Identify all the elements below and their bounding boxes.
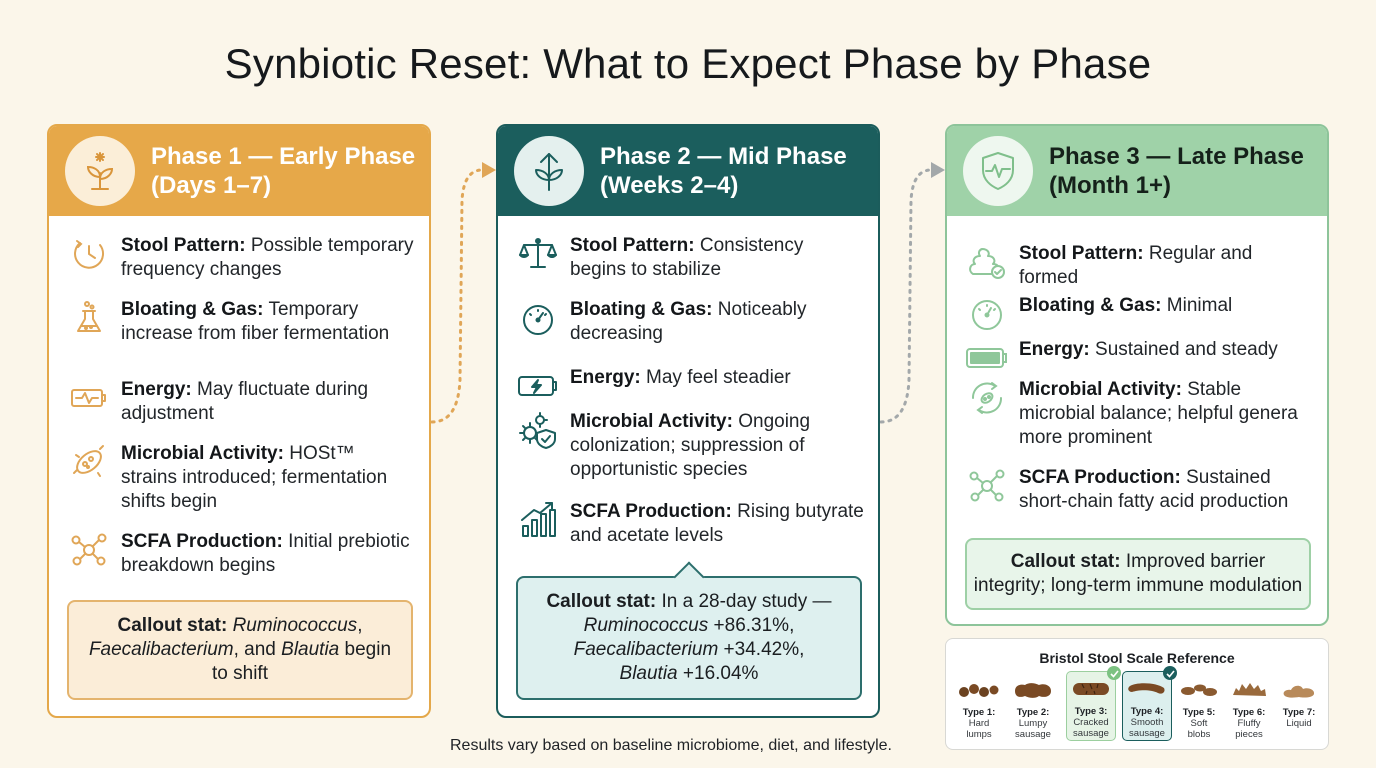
shield-heartbeat-icon <box>963 136 1033 206</box>
check-icon <box>1107 666 1121 680</box>
gear-shield-icon <box>514 406 562 454</box>
microbe-icon <box>65 438 113 486</box>
phase-2-card: Phase 2 — Mid Phase (Weeks 2–4) Stool Pa… <box>496 124 880 718</box>
bar-chart-rising-icon <box>514 496 562 544</box>
list-item: Microbial Activity: HOSt™ strains introd… <box>65 442 415 514</box>
list-item: Stool Pattern: Regular and formed <box>963 242 1313 290</box>
list-item: Stool Pattern: Consistency begins to sta… <box>514 234 864 282</box>
gauge-icon <box>514 294 562 342</box>
phase-1-callout: Callout stat: Ruminococcus, Faecalibacte… <box>67 600 413 700</box>
list-item: Bloating & Gas: Temporary increase from … <box>65 298 415 346</box>
hard-lumps-icon <box>954 673 1004 707</box>
bristol-type-6: Type 6: Fluffy pieces <box>1224 673 1274 740</box>
molecule-icon <box>963 462 1011 510</box>
bristol-type-7: Type 7: Liquid <box>1274 673 1324 729</box>
list-item: SCFA Production: Initial prebiotic break… <box>65 530 415 578</box>
smooth-sausage-icon <box>1123 672 1171 706</box>
list-item: Microbial Activity: Ongoing colonization… <box>514 410 864 482</box>
list-item: Microbial Activity: Stable microbial bal… <box>963 378 1313 450</box>
phase-2-header: Phase 2 — Mid Phase (Weeks 2–4) <box>498 126 878 216</box>
phase-3-header: Phase 3 — Late Phase (Month 1+) <box>947 126 1327 216</box>
check-icon <box>1163 666 1177 680</box>
list-item: SCFA Production: Rising butyrate and ace… <box>514 500 864 548</box>
phase-3-subtitle: (Month 1+) <box>1049 172 1171 199</box>
balance-scale-icon <box>514 230 562 278</box>
clock-icon <box>65 230 113 278</box>
phase-2-title: Phase 2 — Mid Phase <box>600 143 847 170</box>
list-item: Bloating & Gas: Minimal <box>963 294 1313 338</box>
footnote: Results vary based on baseline microbiom… <box>450 737 892 754</box>
connector-arrow-2-3 <box>879 162 945 424</box>
phase-1-title: Phase 1 — Early Phase <box>151 143 416 170</box>
list-item: Stool Pattern: Possible temporary freque… <box>65 234 415 282</box>
stool-check-icon <box>963 238 1011 286</box>
liquid-icon <box>1274 673 1324 707</box>
phase-3-card: Phase 3 — Late Phase (Month 1+) Stool Pa… <box>945 124 1329 626</box>
bristol-type-3: Type 3: Cracked sausage <box>1066 666 1121 741</box>
list-item: Energy: May feel steadier <box>514 366 864 410</box>
gauge-low-icon <box>963 290 1011 338</box>
phase-3-callout: Callout stat: Improved barrier integrity… <box>965 538 1311 610</box>
flask-icon <box>65 294 113 342</box>
growth-arrow-leaves-icon <box>514 136 584 206</box>
list-item: SCFA Production: Sustained short-chain f… <box>963 466 1313 514</box>
lumpy-sausage-icon <box>1008 673 1058 707</box>
phase-2-callout: Callout stat: In a 28-day study — Rumino… <box>516 561 862 700</box>
molecule-icon <box>65 526 113 574</box>
phase-1-card: Phase 1 — Early Phase (Days 1–7) Stool P… <box>47 124 431 718</box>
phase-1-header: Phase 1 — Early Phase (Days 1–7) <box>49 126 429 216</box>
list-item: Energy: May fluctuate during adjustment <box>65 378 415 426</box>
phase-1-subtitle: (Days 1–7) <box>151 172 272 199</box>
bristol-type-2: Type 2: Lumpy sausage <box>1008 673 1058 740</box>
cracked-sausage-icon <box>1067 672 1115 706</box>
connector-arrow-1-2 <box>430 162 496 424</box>
bristol-type-5: Type 5: Soft blobs <box>1174 673 1224 740</box>
bristol-title: Bristol Stool Scale Reference <box>1039 650 1235 666</box>
battery-pulse-icon <box>65 374 113 422</box>
battery-full-icon <box>963 334 1011 382</box>
sprout-sparkle-icon <box>65 136 135 206</box>
microbe-cycle-icon <box>963 374 1011 422</box>
list-item: Bloating & Gas: Noticeably decreasing <box>514 298 864 346</box>
phase-3-title: Phase 3 — Late Phase <box>1049 143 1304 170</box>
soft-blobs-icon <box>1174 673 1224 707</box>
fluffy-pieces-icon <box>1224 673 1274 707</box>
battery-charging-icon <box>514 362 562 410</box>
phase-2-subtitle: (Weeks 2–4) <box>600 172 739 199</box>
list-item: Energy: Sustained and steady <box>963 338 1313 382</box>
bristol-type-1: Type 1: Hard lumps <box>954 673 1004 740</box>
page-title: Synbiotic Reset: What to Expect Phase by… <box>224 40 1152 87</box>
bristol-stool-scale-reference: Bristol Stool Scale Reference Type 1: Ha… <box>945 638 1329 750</box>
bristol-type-4: Type 4: Smooth sausage <box>1122 666 1177 741</box>
